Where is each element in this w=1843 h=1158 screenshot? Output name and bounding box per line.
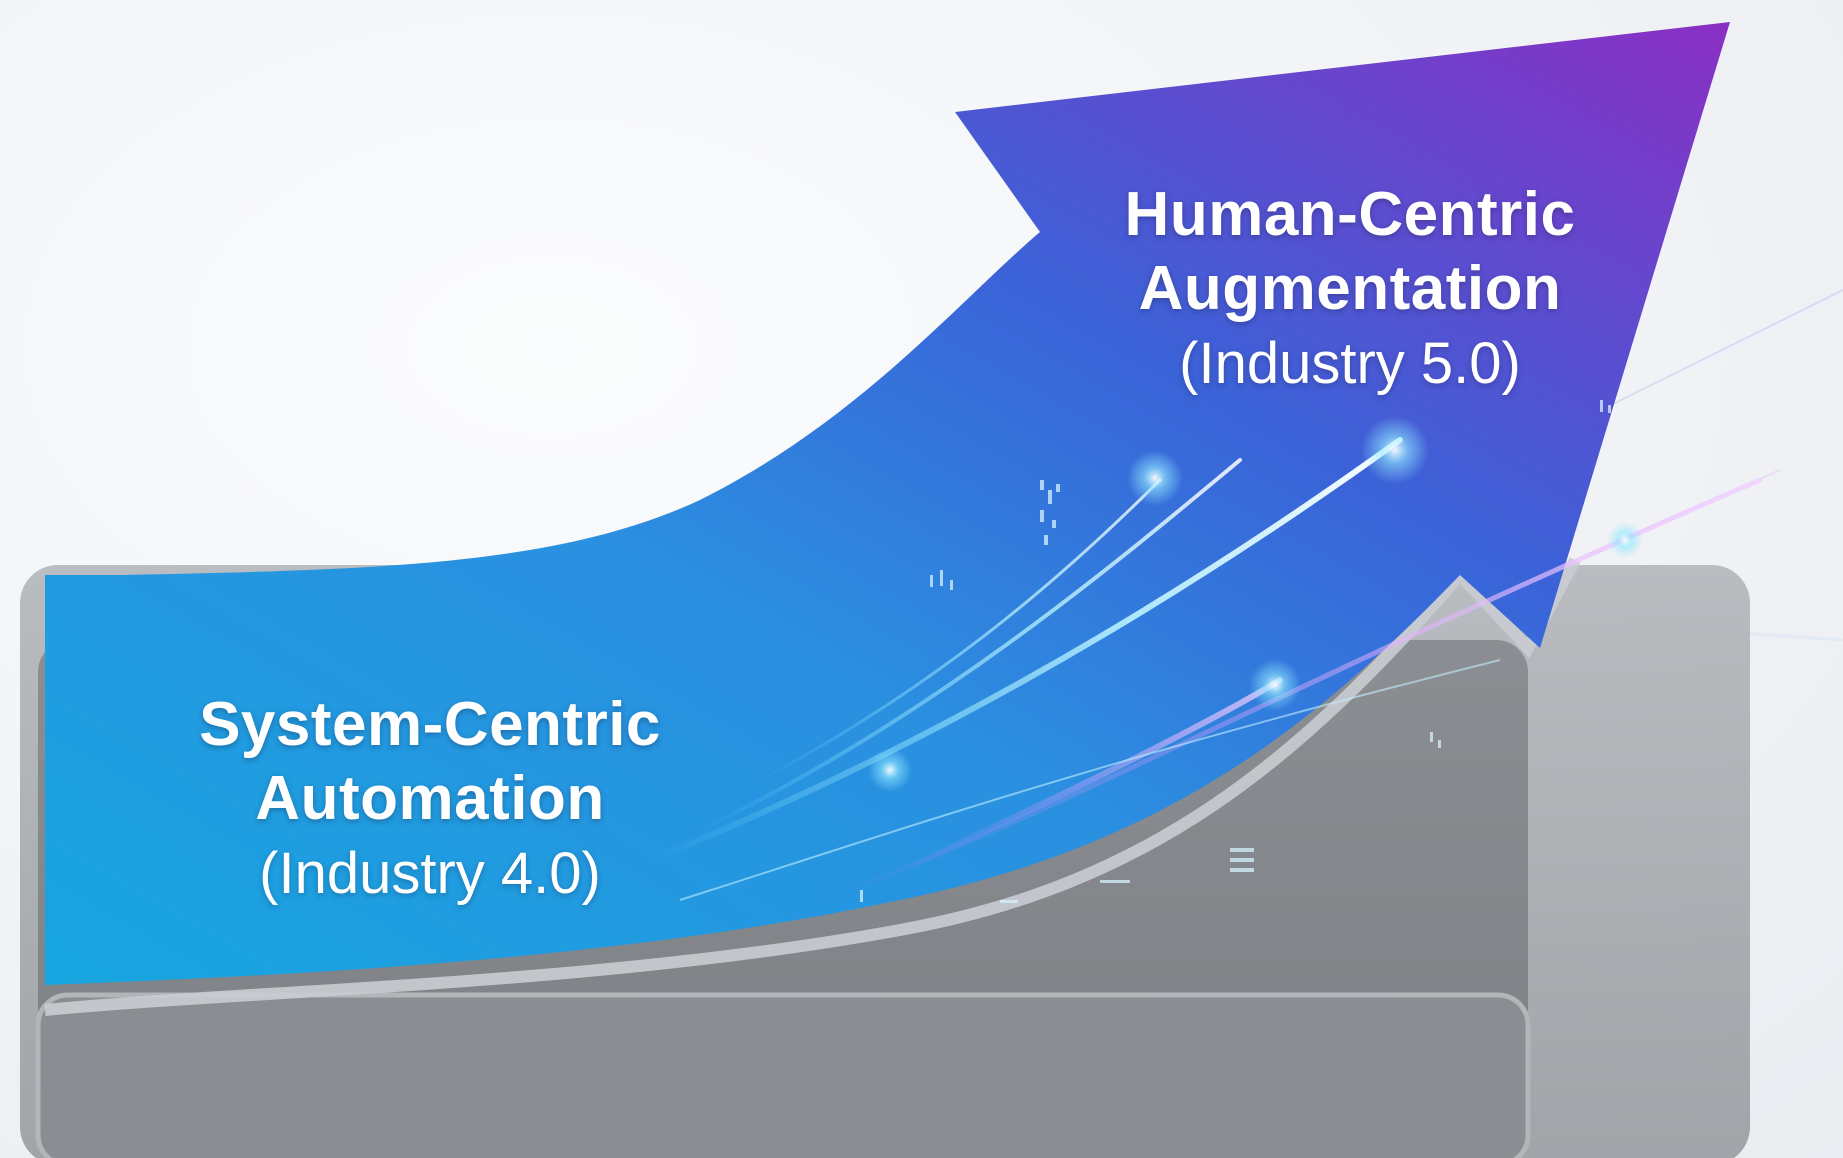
data-stream-icon — [860, 400, 1611, 903]
future-title-line1: Human-Centric — [1124, 180, 1576, 249]
current-subtitle: (Industry 4.0) — [259, 840, 601, 906]
current-title-line1: System-Centric — [199, 690, 661, 759]
lower-ledge — [35, 992, 1531, 1158]
glow-points — [868, 416, 1643, 792]
current-title-line2: Automation — [255, 764, 605, 834]
arrow-outline — [44, 557, 1581, 1016]
industry-4-label: System-Centric Automation (Industry 4.0) — [170, 688, 690, 908]
future-title-line2: Augmentation — [1138, 254, 1562, 324]
industry-5-label: Human-Centric Augmentation (Industry 5.0… — [1080, 178, 1620, 398]
arrow-up-icon — [45, 22, 1730, 985]
future-subtitle: (Industry 5.0) — [1179, 330, 1521, 396]
light-streak-icon — [647, 437, 1763, 903]
